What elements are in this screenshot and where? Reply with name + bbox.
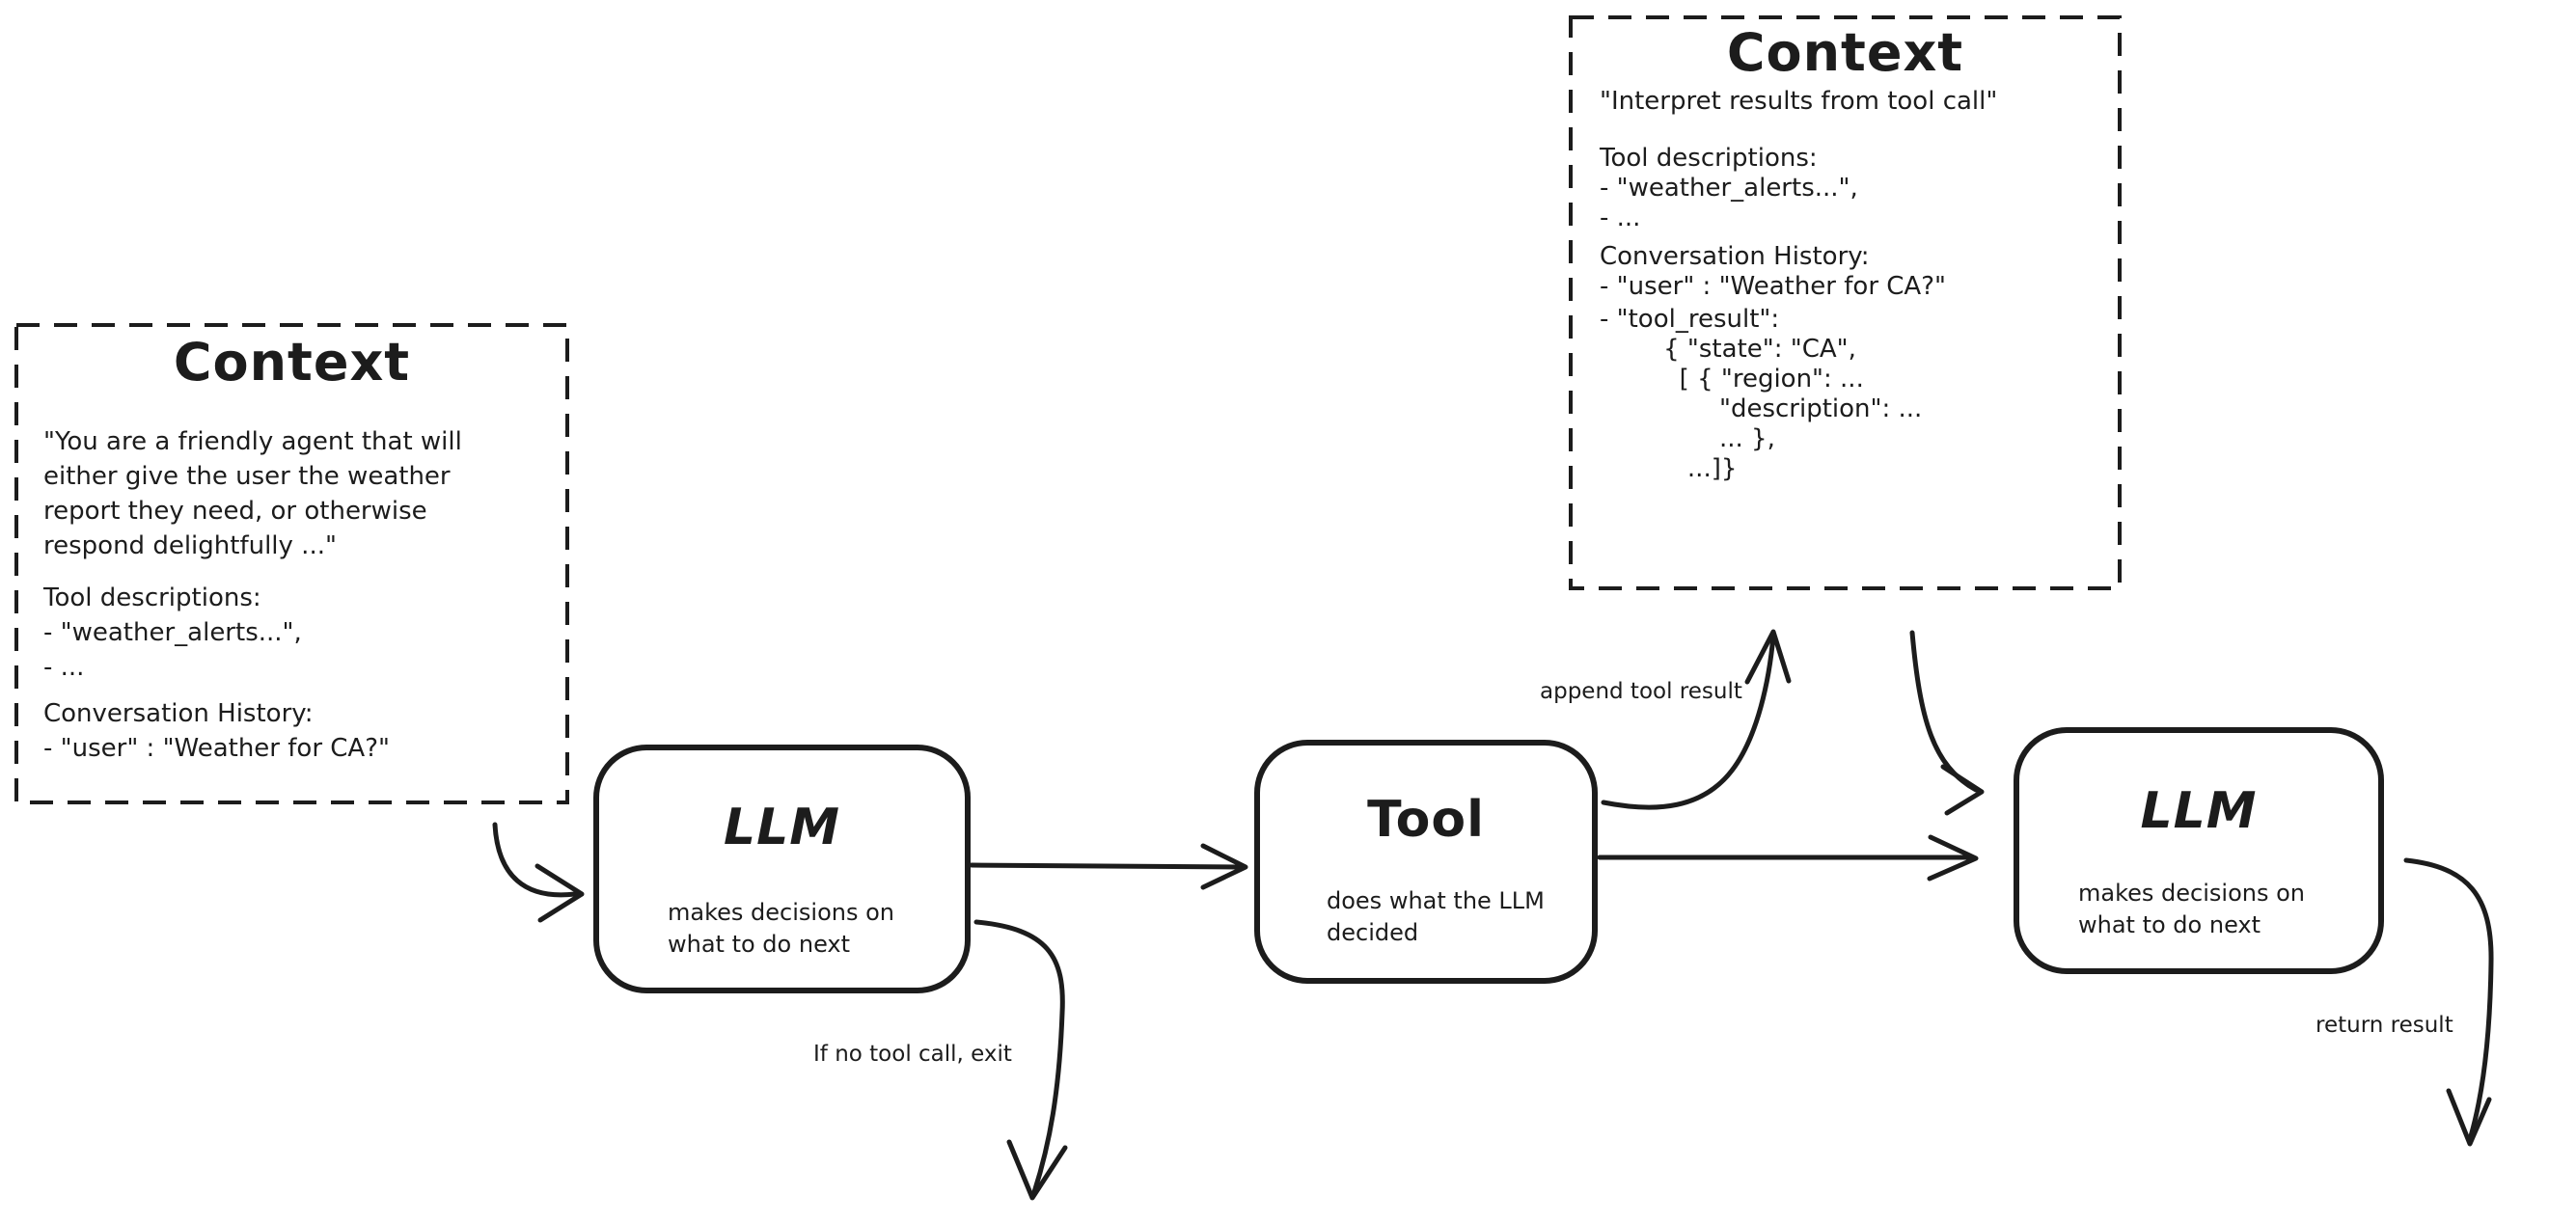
arrow-tool-to-context-right bbox=[1601, 633, 1776, 810]
context-left-title: Context bbox=[173, 332, 411, 393]
arrow-llm2-return-head bbox=[2446, 1088, 2492, 1147]
context-box-right: Context "Interpret results from tool cal… bbox=[1571, 17, 2120, 484]
arrow-context-right-to-llm2-head bbox=[1940, 764, 1985, 816]
return-result-label: return result bbox=[2316, 1013, 2453, 1038]
context-box-left: Context "You are a friendly agent that w… bbox=[16, 325, 567, 766]
context-right-tool-descriptions: Tool descriptions: - "weather_alerts..."… bbox=[1600, 144, 1858, 232]
arrow-llm2-return bbox=[2403, 857, 2494, 1139]
context-right-tool-result: - "tool_result": { "state": "CA", [ { "r… bbox=[1600, 305, 1923, 483]
context-right-conversation-history: Conversation History: - "user" : "Weathe… bbox=[1600, 242, 1946, 301]
tool-title: Tool bbox=[1367, 791, 1485, 849]
arrow-llm1-to-tool-head bbox=[1200, 843, 1248, 890]
context-box-right-border bbox=[1569, 15, 2122, 590]
context-left-tool-descriptions: Tool descriptions: - "weather_alerts..."… bbox=[43, 583, 302, 682]
if-no-tool-call-exit-label: If no tool call, exit bbox=[813, 1042, 1012, 1067]
context-right-title: Context bbox=[1726, 22, 1964, 83]
context-left-conversation-history: Conversation History: - "user" : "Weathe… bbox=[43, 699, 390, 763]
context-box-left-border bbox=[14, 323, 569, 804]
context-right-instruction: "Interpret results from tool call" bbox=[1600, 87, 1998, 116]
tool-subtitle: does what the LLM decided bbox=[1327, 887, 1545, 946]
arrow-tool-to-context-right-head bbox=[1744, 629, 1792, 685]
llm1-node-border bbox=[593, 745, 971, 993]
llm2-subtitle: makes decisions on what to do next bbox=[2078, 880, 2305, 938]
arrow-llm1-exit-head bbox=[1006, 1139, 1068, 1201]
llm2-node-border bbox=[2014, 727, 2384, 974]
llm1-subtitle: makes decisions on what to do next bbox=[668, 899, 894, 958]
tool-node-border bbox=[1254, 740, 1598, 984]
llm1-title: LLM bbox=[723, 799, 840, 856]
tool-node: Tool does what the LLM decided bbox=[1257, 743, 1595, 981]
llm-node-1: LLM makes decisions on what to do next bbox=[596, 747, 968, 990]
arrow-context-left-to-llm1 bbox=[492, 822, 578, 898]
llm2-title: LLM bbox=[2140, 782, 2258, 840]
arrow-llm1-exit bbox=[973, 919, 1065, 1195]
append-tool-result-label: append tool result bbox=[1540, 679, 1742, 704]
llm-node-2: LLM makes decisions on what to do next bbox=[2016, 730, 2381, 971]
arrow-context-left-to-llm1-head bbox=[534, 863, 585, 923]
arrow-tool-to-llm2-head bbox=[1927, 834, 1979, 882]
context-left-system-prompt: "You are a friendly agent that will eith… bbox=[43, 427, 462, 560]
arrow-llm1-to-tool bbox=[969, 862, 1243, 870]
